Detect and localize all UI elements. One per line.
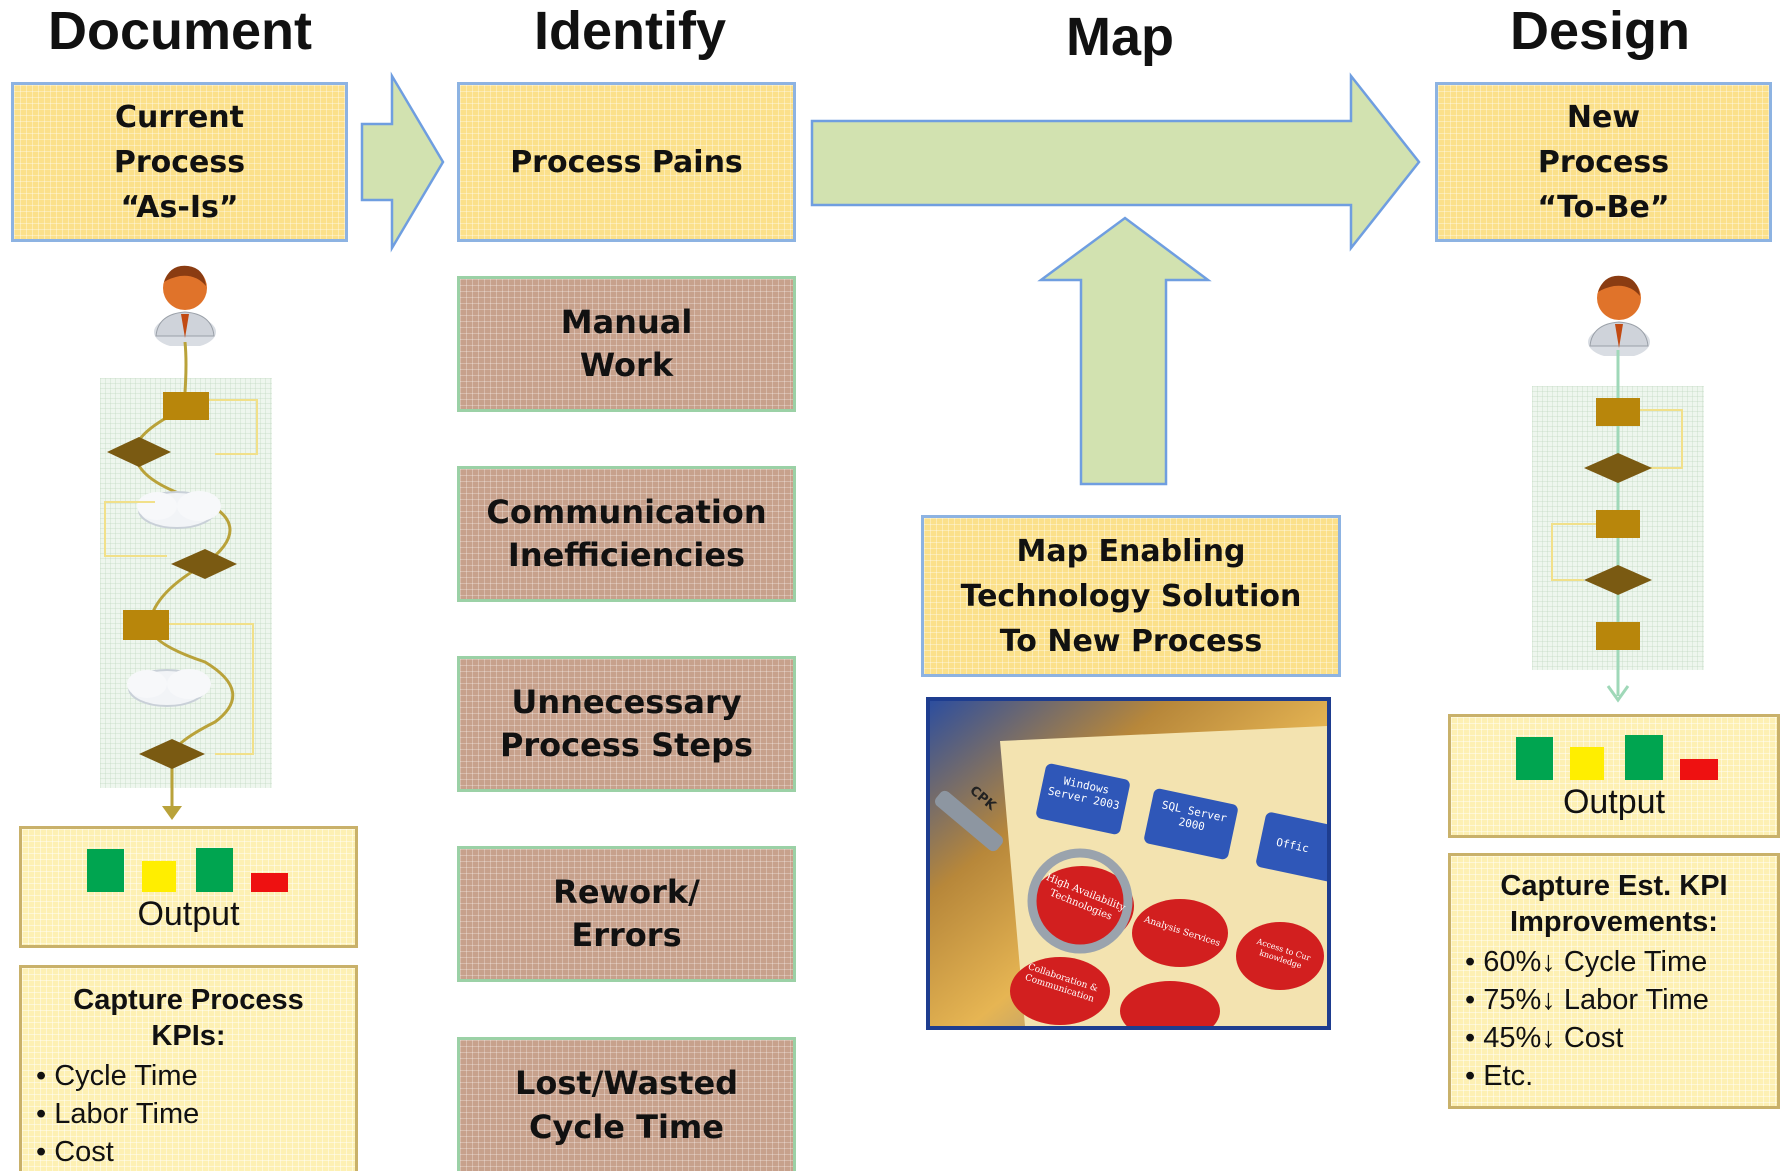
- map-enabling-technology-box: Map Enabling Technology Solution To New …: [921, 515, 1341, 677]
- heading-identify: Identify: [533, 1, 726, 61]
- technology-screenshot-art: [930, 701, 1327, 1026]
- kpi-green-bar: [196, 848, 233, 892]
- kpi-item: 75%↓ Labor Time: [1465, 981, 1777, 1019]
- kpi-title: Capture Est. KPI Improvements:: [1500, 870, 1728, 939]
- kpi-list: Cycle Time Labor Time Cost: [22, 1057, 355, 1171]
- to-be-flowchart: [1551, 350, 1683, 703]
- kpi-green-bar: [87, 849, 124, 892]
- kpi-item: 60%↓ Cycle Time: [1465, 943, 1777, 981]
- output-label: Output: [1562, 783, 1666, 821]
- heading-design: Design: [1509, 1, 1691, 61]
- kpi-yellow-bar: [142, 861, 176, 892]
- kpi-yellow-bar: [1570, 747, 1604, 780]
- kpi-item: Etc.: [1465, 1057, 1777, 1095]
- kpi-green-bar: [1625, 735, 1663, 780]
- output-box-current: Output: [19, 826, 358, 948]
- kpi-item: Cycle Time: [36, 1057, 355, 1095]
- pain-rework-errors: Rework/ Errors: [457, 846, 796, 982]
- person-icon: [1588, 275, 1650, 356]
- kpi-list: 60%↓ Cycle Time 75%↓ Labor Time 45%↓ Cos…: [1451, 943, 1777, 1096]
- kpi-red-bar: [1680, 759, 1718, 780]
- kpi-green-bar: [1516, 737, 1553, 780]
- as-is-flowchart: [104, 342, 258, 820]
- technology-screenshot: CPK Windows Server 2003 SQL Server 2000 …: [926, 697, 1331, 1030]
- kpi-box-new: Capture Est. KPI Improvements: 60%↓ Cycl…: [1448, 853, 1780, 1109]
- heading-document: Document: [47, 1, 312, 61]
- person-icon: [154, 265, 216, 346]
- output-box-new: Output: [1448, 714, 1780, 838]
- kpi-item: 45%↓ Cost: [1465, 1019, 1777, 1057]
- pain-unnecessary-steps: Unnecessary Process Steps: [457, 656, 796, 792]
- pain-manual-work: Manual Work: [457, 276, 796, 412]
- current-process-box: Current Process “As-Is”: [11, 82, 348, 242]
- kpi-item: Cost: [36, 1133, 355, 1171]
- kpi-item: Labor Time: [36, 1095, 355, 1133]
- as-is-flowchart-panel: [100, 378, 272, 788]
- new-process-box: New Process “To-Be”: [1435, 82, 1772, 242]
- output-label: Output: [137, 895, 240, 933]
- kpi-title: Capture Process KPIs:: [73, 984, 304, 1053]
- heading-map: Map: [1066, 7, 1174, 67]
- kpi-box-current: Capture Process KPIs: Cycle Time Labor T…: [19, 965, 358, 1171]
- kpi-red-bar: [251, 873, 288, 892]
- arrow-document-to-identify: [360, 71, 445, 253]
- pain-communication-inefficiencies: Communication Inefficiencies: [457, 466, 796, 602]
- arrow-map-up: [1037, 216, 1212, 486]
- arrow-identify-to-design: [810, 72, 1421, 252]
- pain-lost-cycle-time: Lost/Wasted Cycle Time: [457, 1037, 796, 1171]
- process-pains-box: Process Pains: [457, 82, 796, 242]
